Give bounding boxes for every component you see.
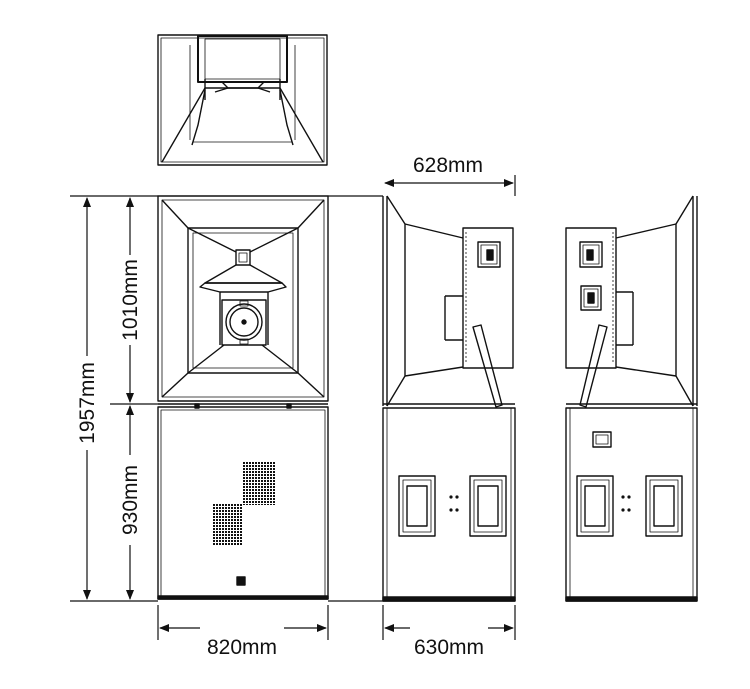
label-total-height: 1957mm: [76, 362, 99, 444]
side-view-right: [565, 195, 698, 602]
front-sub: [157, 403, 329, 600]
front-view: [157, 195, 329, 402]
label-side-top-depth: 628mm: [413, 154, 483, 177]
top-view: [157, 34, 328, 166]
label-bottom-section-height: 930mm: [119, 465, 142, 535]
label-front-width: 820mm: [207, 636, 277, 659]
label-top-section-height: 1010mm: [119, 259, 142, 341]
label-side-bottom-depth: 630mm: [414, 636, 484, 659]
side-view-left: [382, 195, 516, 602]
connector-dots: [449, 495, 631, 512]
